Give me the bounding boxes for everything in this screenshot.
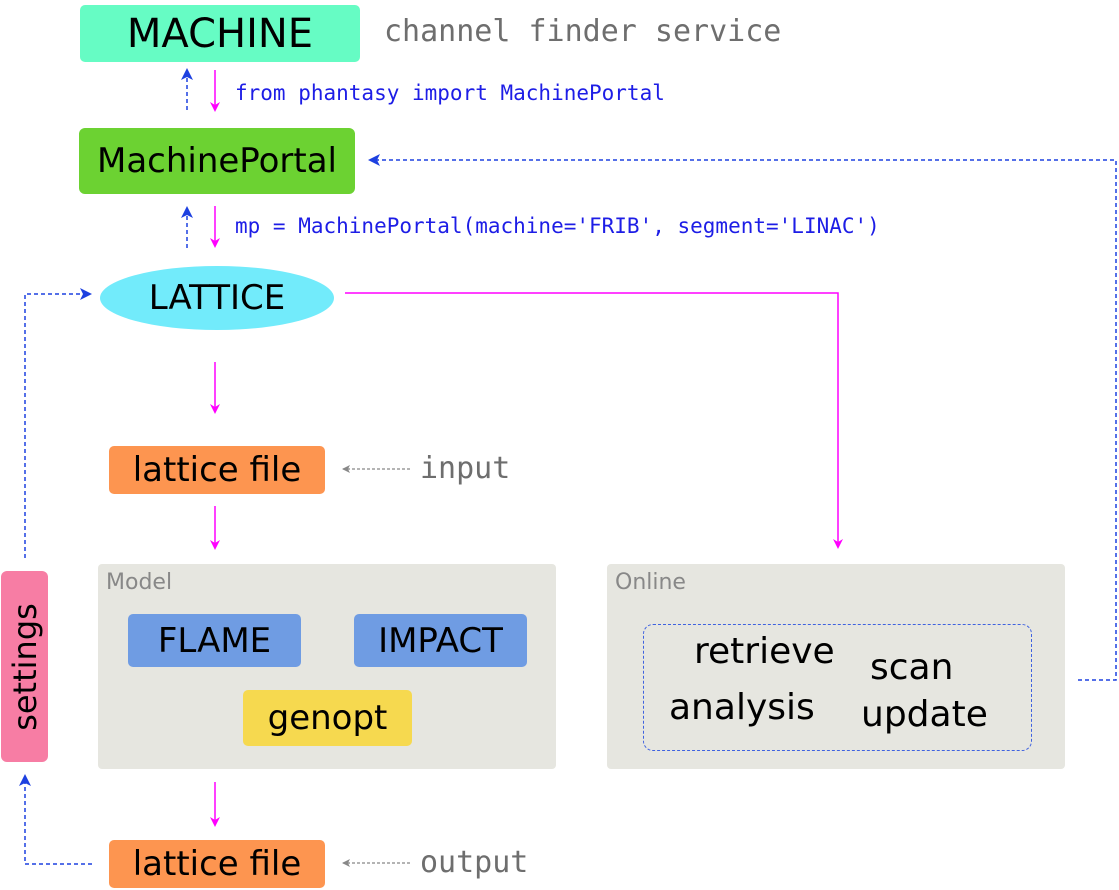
settings-label: settings — [5, 602, 44, 731]
import-code: from phantasy import MachinePortal — [235, 81, 665, 105]
lattice-node: LATTICE — [100, 266, 334, 330]
genopt-label: genopt — [267, 698, 388, 738]
lattice-to-online-arrow — [345, 292, 843, 549]
lattice-file-input-node: lattice file — [109, 446, 325, 494]
genopt-node: genopt — [243, 690, 412, 746]
flame-node: FLAME — [128, 614, 301, 667]
lattice-file-input-label: lattice file — [132, 450, 302, 490]
impact-label: IMPACT — [378, 620, 503, 661]
online-item-retrieve: retrieve — [694, 631, 835, 672]
impact-node: IMPACT — [354, 614, 527, 667]
init-code: mp = MachinePortal(machine='FRIB', segme… — [235, 214, 880, 238]
machine-label: MACHINE — [126, 10, 314, 57]
model-panel-label: Model — [106, 570, 173, 595]
online-operations-group — [643, 624, 1032, 751]
flame-label: FLAME — [157, 620, 272, 661]
online-item-analysis: analysis — [669, 687, 815, 728]
output-to-settings-arrow — [19, 774, 92, 865]
machine-portal-label: MachinePortal — [96, 141, 337, 181]
input-label: input — [420, 451, 511, 486]
machine-portal-node: MachinePortal — [79, 128, 355, 194]
machine-node: MACHINE — [80, 5, 360, 62]
online-item-scan: scan — [870, 647, 954, 688]
settings-node: settings — [1, 571, 48, 762]
lattice-label: LATTICE — [148, 278, 286, 318]
output-label: output — [420, 845, 529, 880]
lattice-file-output-node: lattice file — [109, 840, 325, 888]
online-panel — [607, 564, 1065, 769]
channel-finder-label: channel finder service — [384, 14, 782, 49]
online-item-update: update — [861, 694, 988, 735]
lattice-file-output-label: lattice file — [132, 844, 302, 884]
online-panel-label: Online — [615, 570, 686, 595]
settings-to-lattice-arrow — [24, 288, 92, 558]
online-to-portal-arrow — [368, 154, 1117, 681]
